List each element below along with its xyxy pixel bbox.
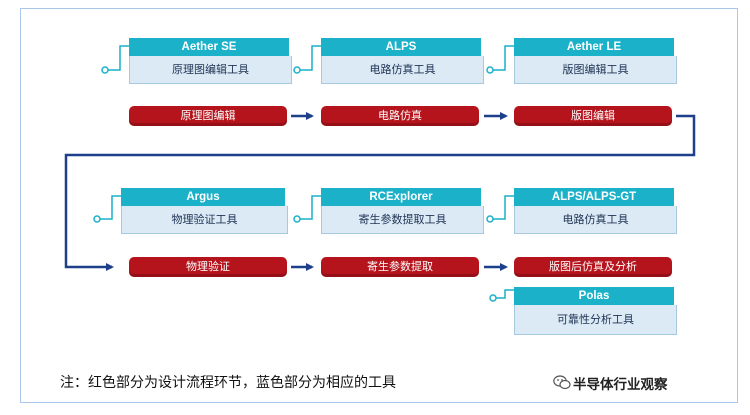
tool-name: ALPS/ALPS-GT (514, 188, 674, 206)
tool-desc: 物理验证工具 (121, 206, 288, 234)
tool-name: Argus (121, 188, 285, 206)
tool-desc: 版图编辑工具 (514, 56, 677, 84)
tool-name: Aether LE (514, 38, 674, 56)
tool-name: ALPS (321, 38, 481, 56)
step-post-layout-sim: 版图后仿真及分析 (514, 257, 672, 277)
tool-desc: 寄生参数提取工具 (321, 206, 484, 234)
legend-note: 注：红色部分为设计流程环节，蓝色部分为相应的工具 (60, 375, 396, 391)
tool-name: Polas (514, 287, 674, 305)
step-physical-verify: 物理验证 (129, 257, 287, 277)
tool-desc: 可靠性分析工具 (514, 305, 677, 335)
tool-tails (93, 45, 514, 302)
tool-desc: 原理图编辑工具 (129, 56, 292, 84)
wechat-icon (553, 375, 571, 390)
tool-desc: 电路仿真工具 (514, 206, 677, 234)
tool-desc: 电路仿真工具 (321, 56, 484, 84)
step-circuit-sim: 电路仿真 (321, 106, 479, 126)
step-schematic: 原理图编辑 (129, 106, 287, 126)
watermark-text: 半导体行业观察 (573, 377, 668, 393)
arrow-layout-to-verify (64, 114, 696, 271)
step-parasitic: 寄生参数提取 (321, 257, 479, 277)
tool-name: Aether SE (129, 38, 289, 56)
step-layout-edit: 版图编辑 (514, 106, 672, 126)
tool-name: RCExplorer (321, 188, 481, 206)
